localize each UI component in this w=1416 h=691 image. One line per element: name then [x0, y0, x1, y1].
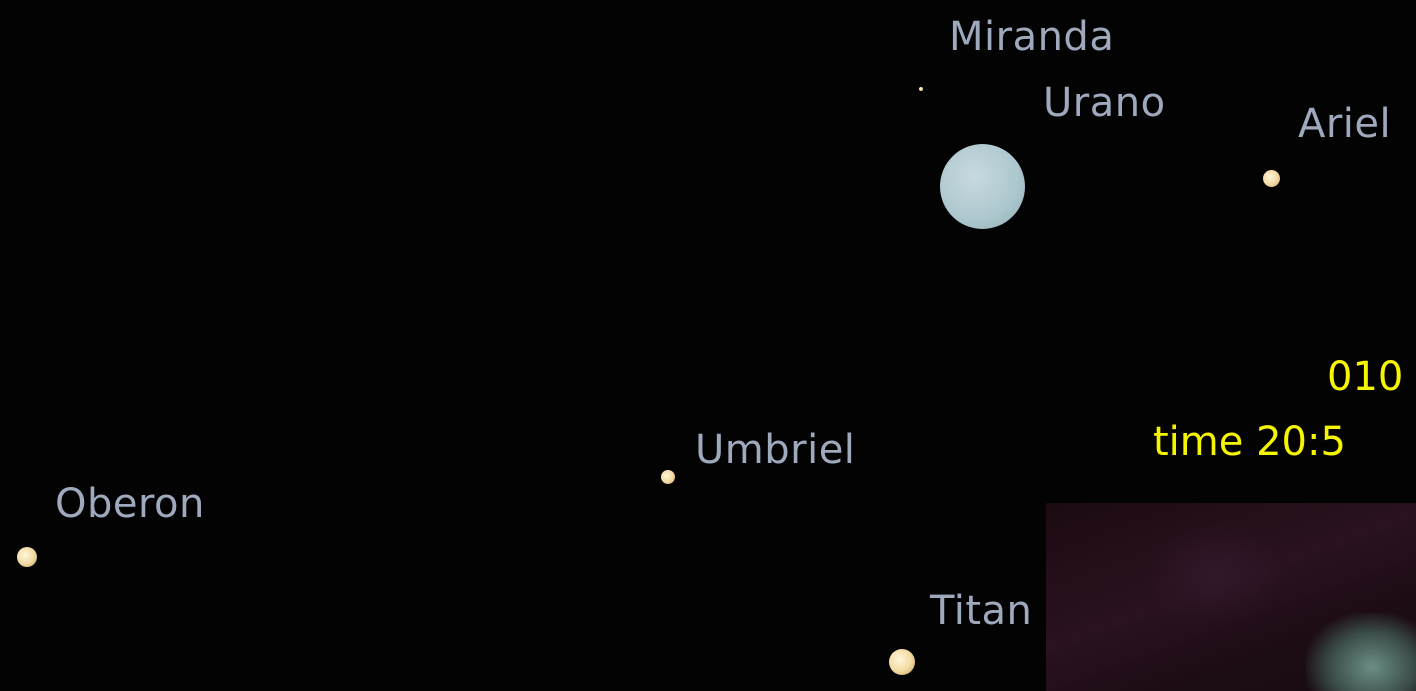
ariel-label: Ariel — [1298, 101, 1392, 147]
overlay-time: time 20:5 — [1153, 419, 1346, 465]
urano-label: Urano — [1043, 80, 1166, 126]
ariel-dot — [1263, 170, 1280, 187]
inset-dark-patch — [1146, 523, 1286, 623]
titan-label: Titan — [930, 588, 1033, 634]
oberon-dot — [17, 547, 37, 567]
umbriel-label: Umbriel — [695, 427, 856, 473]
oberon-label: Oberon — [55, 481, 205, 527]
overlay-line-1: 010 — [1327, 354, 1404, 400]
miranda-label: Miranda — [949, 14, 1115, 60]
titan-dot — [889, 649, 915, 675]
inset-light-streak — [1306, 613, 1416, 691]
miranda-dot — [919, 87, 923, 91]
urano-disc — [940, 144, 1025, 229]
inset-image — [1046, 503, 1416, 691]
umbriel-dot — [661, 470, 675, 484]
